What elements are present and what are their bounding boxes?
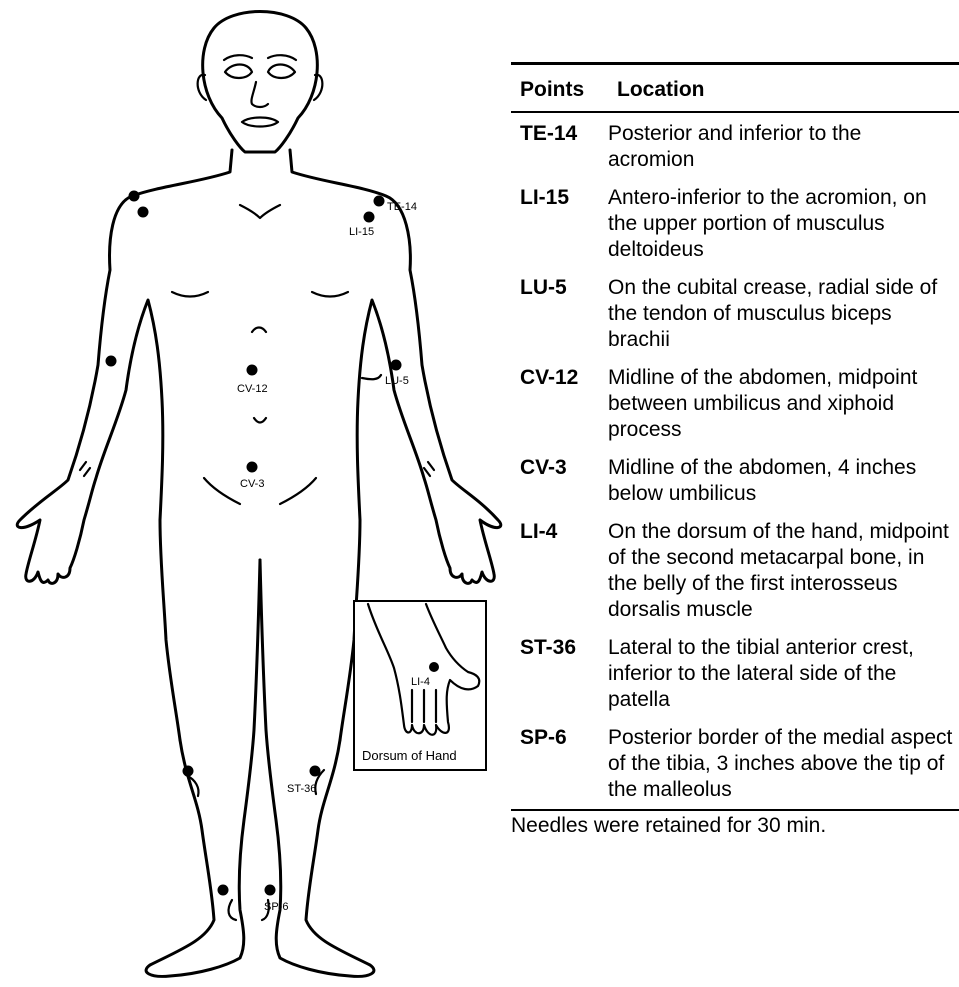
table-row: CV-12 Midline of the abdomen, midpoint b…: [520, 365, 959, 443]
st36-right-point: [310, 766, 321, 777]
inset-caption: Dorsum of Hand: [362, 748, 457, 763]
row-location: Antero-inferior to the acromion, on the …: [608, 185, 953, 263]
body-outline: [17, 12, 501, 977]
row-code: LI-4: [520, 519, 608, 623]
sternum-mark: [252, 328, 266, 333]
te14-left-point: [129, 191, 140, 202]
table-row: LU-5 On the cubital crease, radial side …: [520, 275, 959, 353]
table-header: Points Location: [511, 65, 959, 111]
row-code: LU-5: [520, 275, 608, 353]
left-leg: [146, 560, 260, 976]
row-location: Lateral to the tibial anterior crest, in…: [608, 635, 953, 713]
row-code: ST-36: [520, 635, 608, 713]
sp6-right-point: [265, 885, 276, 896]
hand-inset: LI-4 Dorsum of Hand: [354, 601, 486, 770]
st36-left-point: [183, 766, 194, 777]
left-wrist-crease: [80, 462, 90, 476]
cv3-point: [247, 462, 258, 473]
row-code: LI-15: [520, 185, 608, 263]
row-code: SP-6: [520, 725, 608, 803]
table-row: SP-6 Posterior border of the medial aspe…: [520, 725, 959, 803]
lu5-right-point: [391, 360, 402, 371]
right-brow: [268, 55, 296, 60]
acupoints: [106, 191, 402, 896]
row-location: Midline of the abdomen, 4 inches below u…: [608, 455, 953, 507]
row-code: CV-3: [520, 455, 608, 507]
navel: [254, 418, 266, 423]
table-row: TE-14 Posterior and inferior to the acro…: [520, 121, 959, 173]
table-footnote: Needles were retained for 30 min.: [511, 811, 959, 839]
left-brow: [224, 55, 252, 60]
label-li4: LI-4: [411, 676, 430, 688]
mouth: [242, 118, 278, 127]
left-torso-arm: [17, 150, 232, 740]
table-row: LI-15 Antero-inferior to the acromion, o…: [520, 185, 959, 263]
table-row: ST-36 Lateral to the tibial anterior cre…: [520, 635, 959, 713]
header-points: Points: [520, 77, 617, 103]
left-ankle: [229, 900, 236, 920]
row-code: CV-12: [520, 365, 608, 443]
li4-point: [429, 662, 439, 672]
li15-right-point: [364, 212, 375, 223]
label-st36: ST-36: [287, 783, 316, 795]
table-header-rule: [511, 111, 959, 113]
label-sp6: SP-6: [264, 901, 288, 913]
label-te14: TE-14: [387, 201, 417, 213]
lu5-left-point: [106, 356, 117, 367]
right-eye: [268, 65, 295, 79]
sp6-left-point: [218, 885, 229, 896]
head-outline: [203, 12, 318, 153]
acupoint-labels: TE-14 LI-15 LU-5 CV-12 CV-3 ST-36 SP-6: [237, 201, 417, 913]
row-code: TE-14: [520, 121, 608, 173]
cv12-point: [247, 365, 258, 376]
header-location: Location: [617, 77, 705, 103]
row-location: On the cubital crease, radial side of th…: [608, 275, 953, 353]
label-li15: LI-15: [349, 226, 374, 238]
nose: [251, 82, 268, 107]
right-pectoral: [312, 292, 348, 297]
right-groin: [280, 478, 316, 504]
row-location: Posterior and inferior to the acromion: [608, 121, 953, 173]
label-lu5: LU-5: [385, 375, 409, 387]
clavicle-notch: [240, 205, 280, 218]
lu5-leader: [362, 375, 381, 379]
right-wrist-crease: [424, 462, 434, 476]
left-groin: [204, 478, 240, 504]
table-row: LI-4 On the dorsum of the hand, midpoint…: [520, 519, 959, 623]
li15-left-point: [138, 207, 149, 218]
label-cv12: CV-12: [237, 383, 268, 395]
table-row: CV-3 Midline of the abdomen, 4 inches be…: [520, 455, 959, 507]
label-cv3: CV-3: [240, 478, 264, 490]
te14-right-point: [374, 196, 385, 207]
acupoint-table: Points Location TE-14 Posterior and infe…: [511, 62, 959, 839]
left-eye: [225, 65, 252, 79]
row-location: Midline of the abdomen, midpoint between…: [608, 365, 953, 443]
row-location: Posterior border of the medial aspect of…: [608, 725, 953, 803]
left-pectoral: [172, 292, 208, 297]
row-location: On the dorsum of the hand, midpoint of t…: [608, 519, 953, 623]
